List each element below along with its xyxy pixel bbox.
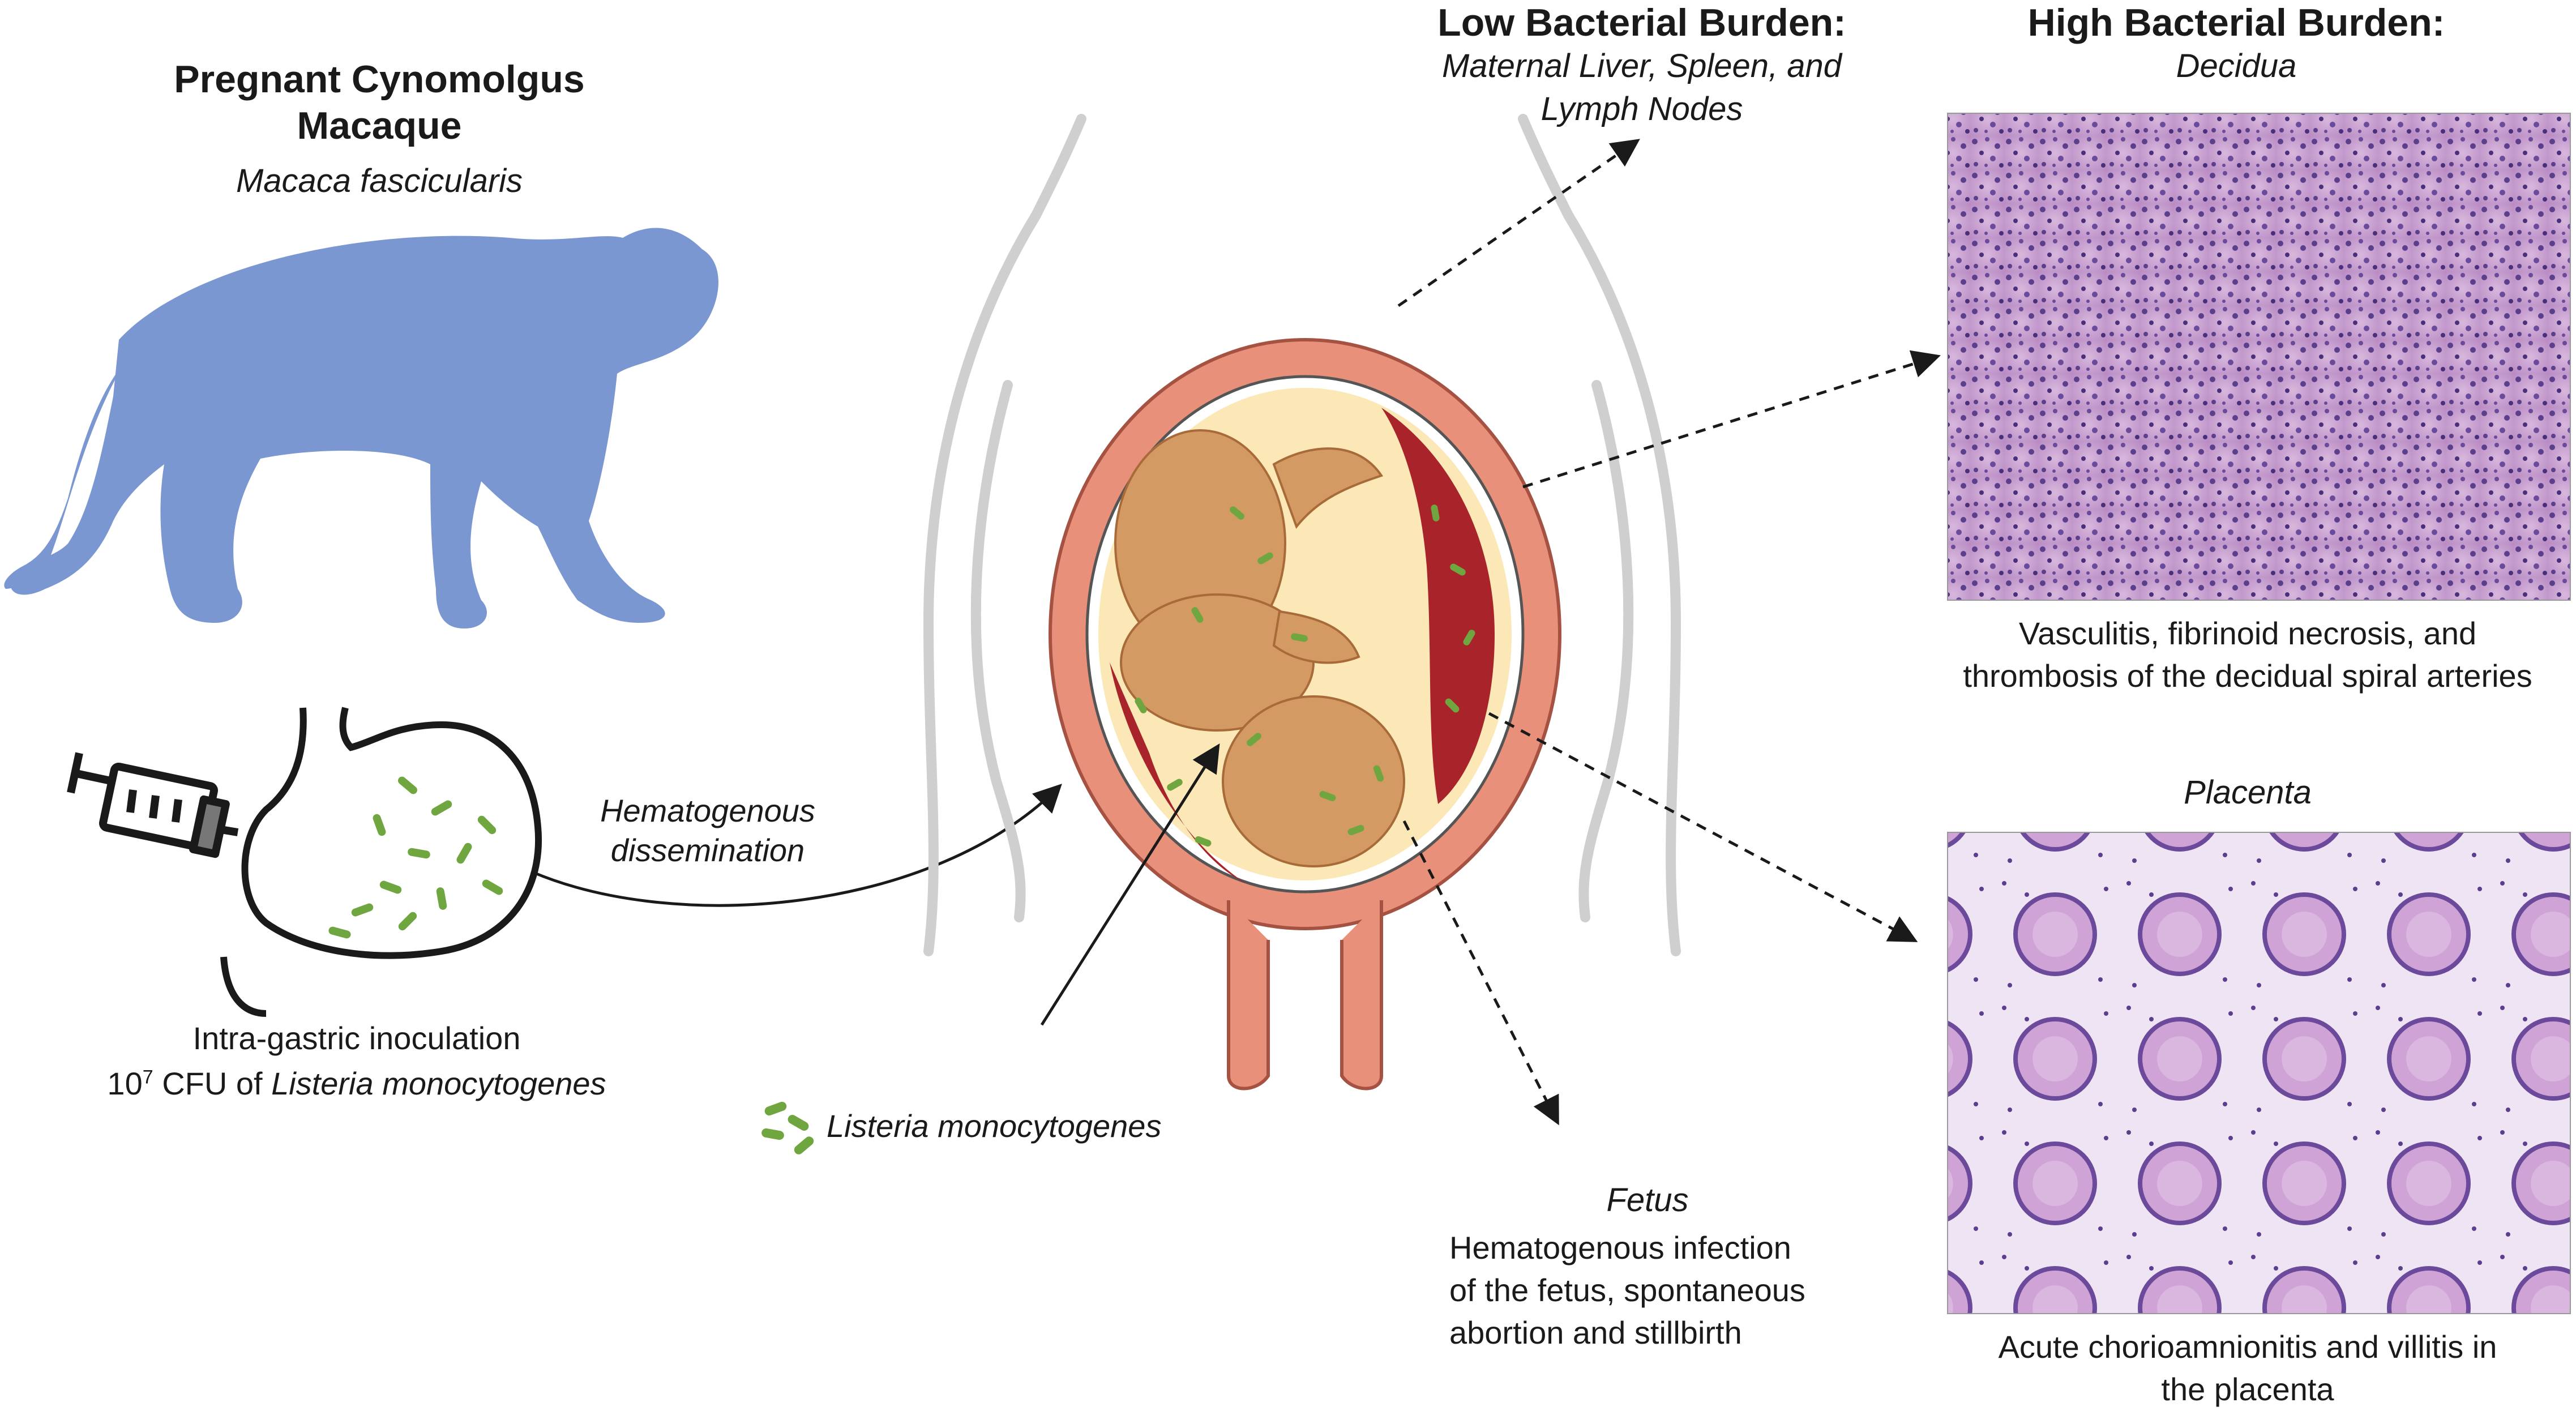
legend-label: Listeria monocytogenes (827, 1108, 1162, 1144)
decidua-caption-line1: Vasculitis, fibrinoid necrosis, and (2018, 615, 2477, 651)
low-burden-title: Low Bacterial Burden: (1437, 1, 1846, 44)
hematogenous-arrow (532, 784, 1062, 907)
dose-base: 10 (107, 1066, 143, 1101)
macaque-title: Pregnant Cynomolgus Macaque (91, 57, 668, 149)
dose-organism: Listeria monocytogenes (271, 1066, 606, 1101)
fetus-illustration (1114, 429, 1405, 867)
dose-exponent: 7 (142, 1066, 153, 1088)
decidua-caption-line2: thrombosis of the decidual spiral arteri… (1963, 658, 2532, 694)
dashed-arrows (1397, 139, 1941, 1126)
macaque-title-text: Pregnant Cynomolgus Macaque (174, 58, 585, 147)
fetus-line1: Hematogenous infection (1449, 1230, 1791, 1265)
inner-arrow (1040, 743, 1220, 1026)
spread-label-line2: dissemination (610, 832, 805, 868)
placenta-label: Placenta (2184, 774, 2312, 811)
placenta-caption-line2: the placenta (2161, 1371, 2334, 1407)
low-burden-line1: Maternal Liver, Spleen, and (1441, 48, 1842, 84)
high-burden-title: High Bacterial Burden: (2027, 1, 2445, 44)
inoculation-dose: 107 CFU of Listeria monocytogenes (102, 1064, 611, 1102)
macaque-silhouette-icon (4, 228, 718, 629)
placenta-caption-line1: Acute chorioamnionitis and villitis in (1998, 1329, 2497, 1365)
placenta-histology-image (1947, 832, 2571, 1314)
dose-unit: CFU of (153, 1066, 272, 1101)
inoculation-line1: Intra-gastric inoculation (192, 1020, 521, 1056)
decidua-label: Decidua (2176, 48, 2297, 84)
spread-label-line1: Hematogenous (600, 793, 815, 828)
fetus-line2: of the fetus, spontaneous (1449, 1272, 1805, 1308)
fetus-line3: abortion and stillbirth (1449, 1315, 1742, 1350)
syringe-icon (67, 752, 239, 858)
macaque-species: Macaca fascicularis (236, 163, 523, 199)
fetus-label: Fetus (1606, 1182, 1689, 1218)
bacteria-legend-icon (761, 1101, 814, 1155)
low-burden-line2: Lymph Nodes (1541, 91, 1743, 127)
stomach-icon (220, 707, 542, 1017)
maternal-body-outline (923, 114, 1681, 956)
decidua-histology-image (1947, 113, 2571, 601)
uterus-illustration (1049, 338, 1561, 1091)
